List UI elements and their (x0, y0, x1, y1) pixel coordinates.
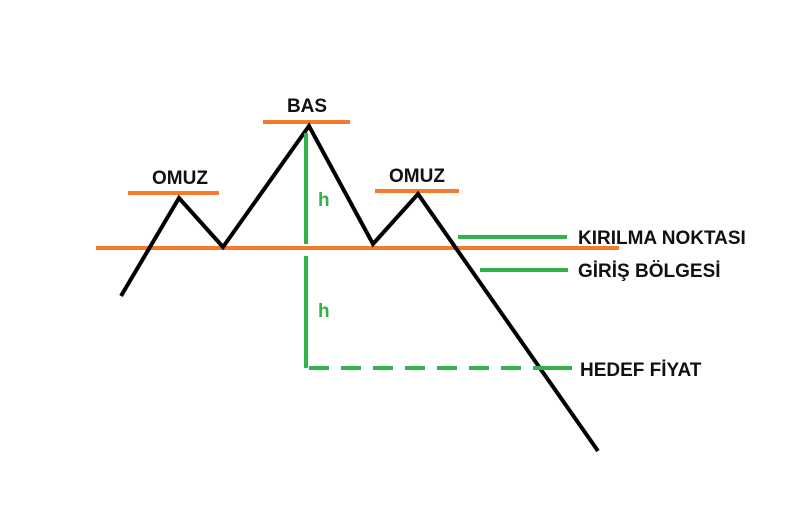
height-label-lower: h (318, 301, 330, 322)
left-shoulder-label: OMUZ (152, 168, 208, 189)
head-label: BAS (287, 96, 327, 117)
entry-label: GİRİŞ BÖLGESİ (578, 261, 721, 282)
price-line (119, 122, 600, 453)
height-label-upper: h (318, 190, 330, 211)
breakout-label: KIRILMA NOKTASI (578, 228, 746, 249)
target-label: HEDEF FİYAT (580, 360, 702, 381)
right-shoulder-label: OMUZ (389, 166, 445, 187)
